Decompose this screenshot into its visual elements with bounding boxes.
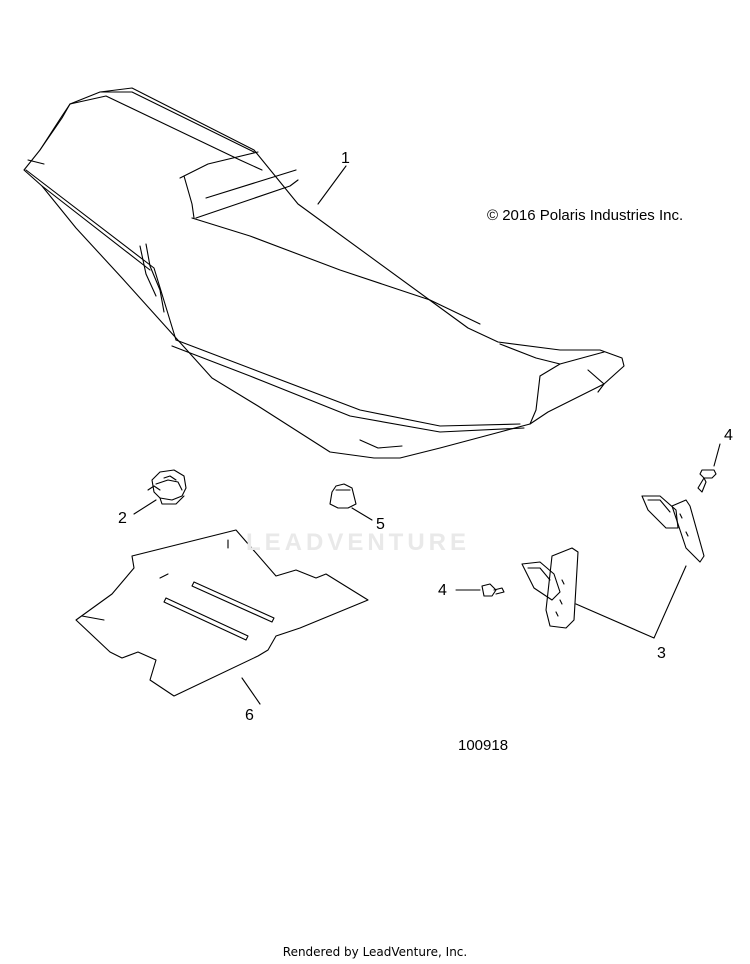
seat (23, 87, 625, 459)
watermark: LEADVENTURE (246, 529, 471, 556)
bracket-left (521, 547, 579, 629)
callout-3-bracket: 3 (657, 645, 666, 662)
bolt-lower (481, 583, 505, 597)
latch (147, 469, 187, 505)
callout-6-pad: 6 (245, 707, 254, 724)
drawing-number: 100918 (458, 737, 509, 754)
callout-4-bolt-lower: 4 (438, 582, 447, 599)
callout-1-seat: 1 (341, 150, 350, 167)
callout-4-bolt-upper: 4 (724, 427, 733, 444)
bracket-right (641, 495, 705, 563)
callout-5-bumper: 5 (376, 516, 385, 533)
copyright-notice: © 2016 Polaris Industries Inc. (487, 207, 684, 224)
callout-2-latch: 2 (118, 510, 127, 527)
bolt-upper (697, 469, 717, 493)
bumper (329, 483, 357, 509)
pad (75, 529, 369, 697)
footer-credit: Rendered by LeadVenture, Inc. (282, 945, 468, 959)
